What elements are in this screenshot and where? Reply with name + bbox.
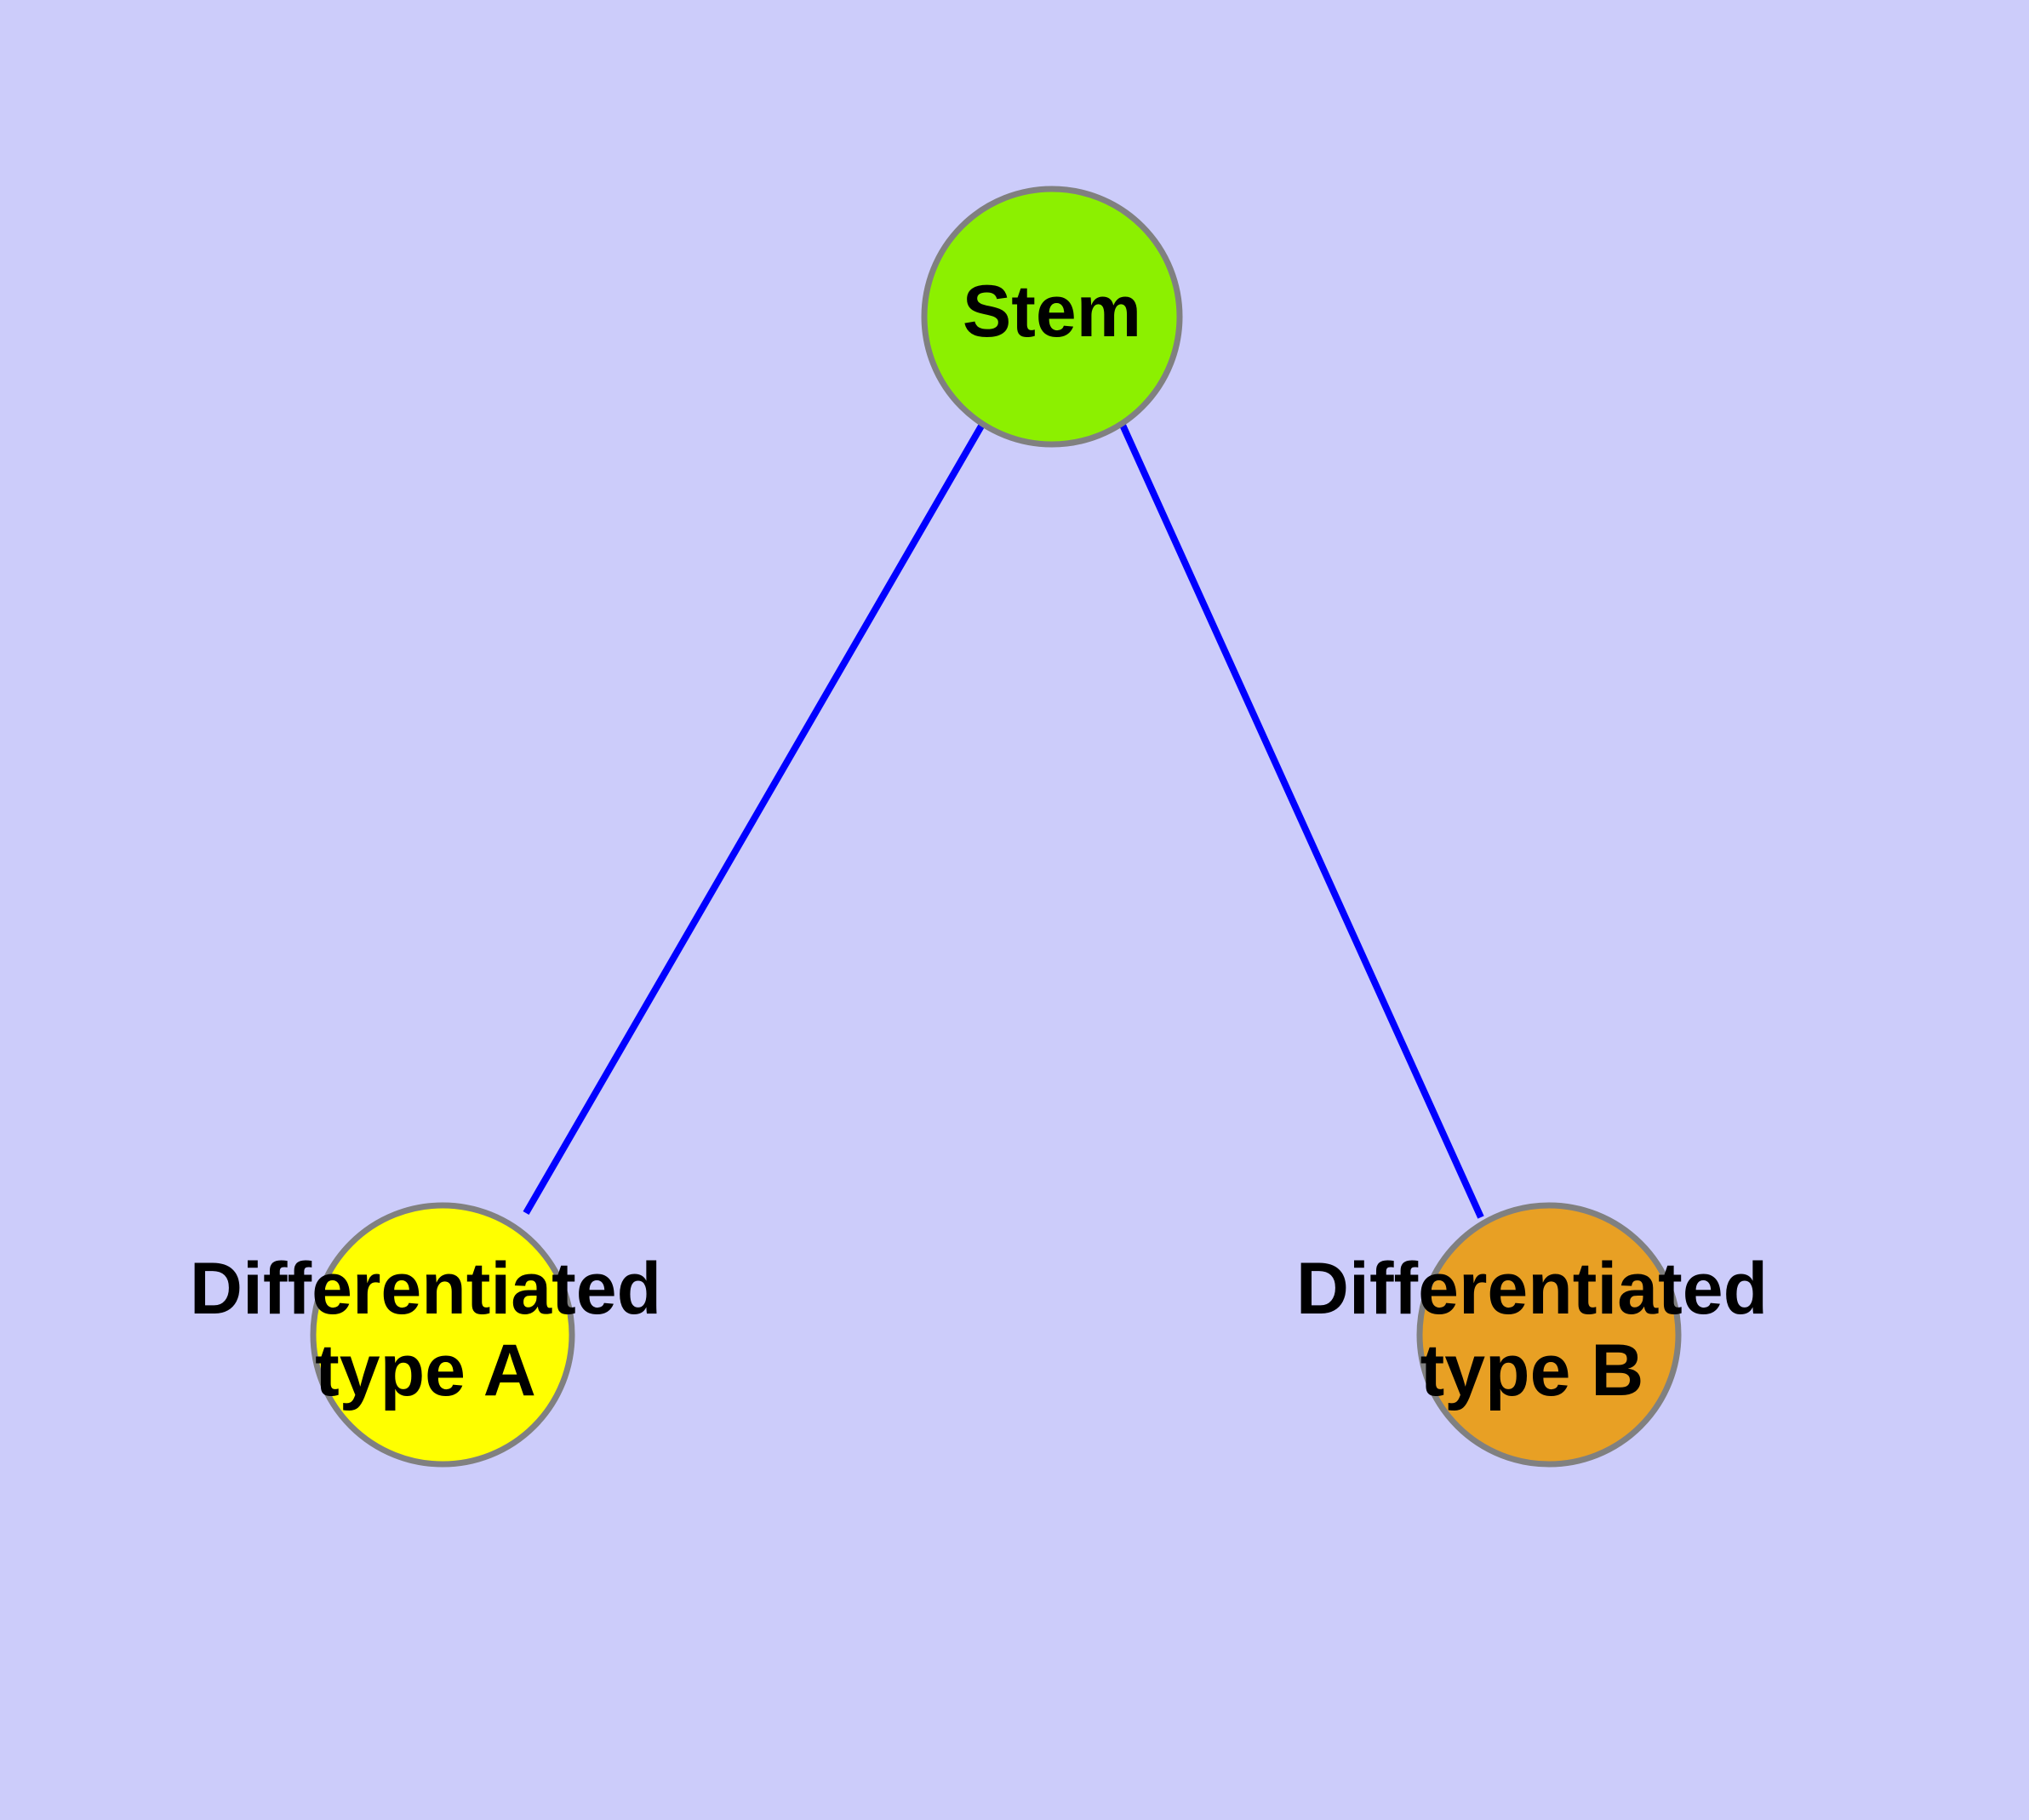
graph-node-diff_a[interactable]: [310, 1202, 575, 1468]
graph-edge-stem-diff_a[interactable]: [523, 421, 986, 1216]
graph-node-label-line: type B: [1420, 1330, 1644, 1411]
graph-edge-stem-diff_b[interactable]: [1118, 421, 1484, 1219]
graph-node-label-line: Stem: [963, 271, 1141, 352]
graph-node-diff_b[interactable]: [1416, 1202, 1682, 1468]
graph-node-label-line: Differentiated: [190, 1248, 661, 1330]
edges-group: [523, 421, 1484, 1219]
graph-node-label-line: type A: [315, 1330, 536, 1411]
graph-node-label-line: Differentiated: [1296, 1248, 1768, 1330]
graph-node-label-stem: Stem: [963, 271, 1141, 352]
graph-node-stem[interactable]: [921, 186, 1183, 448]
